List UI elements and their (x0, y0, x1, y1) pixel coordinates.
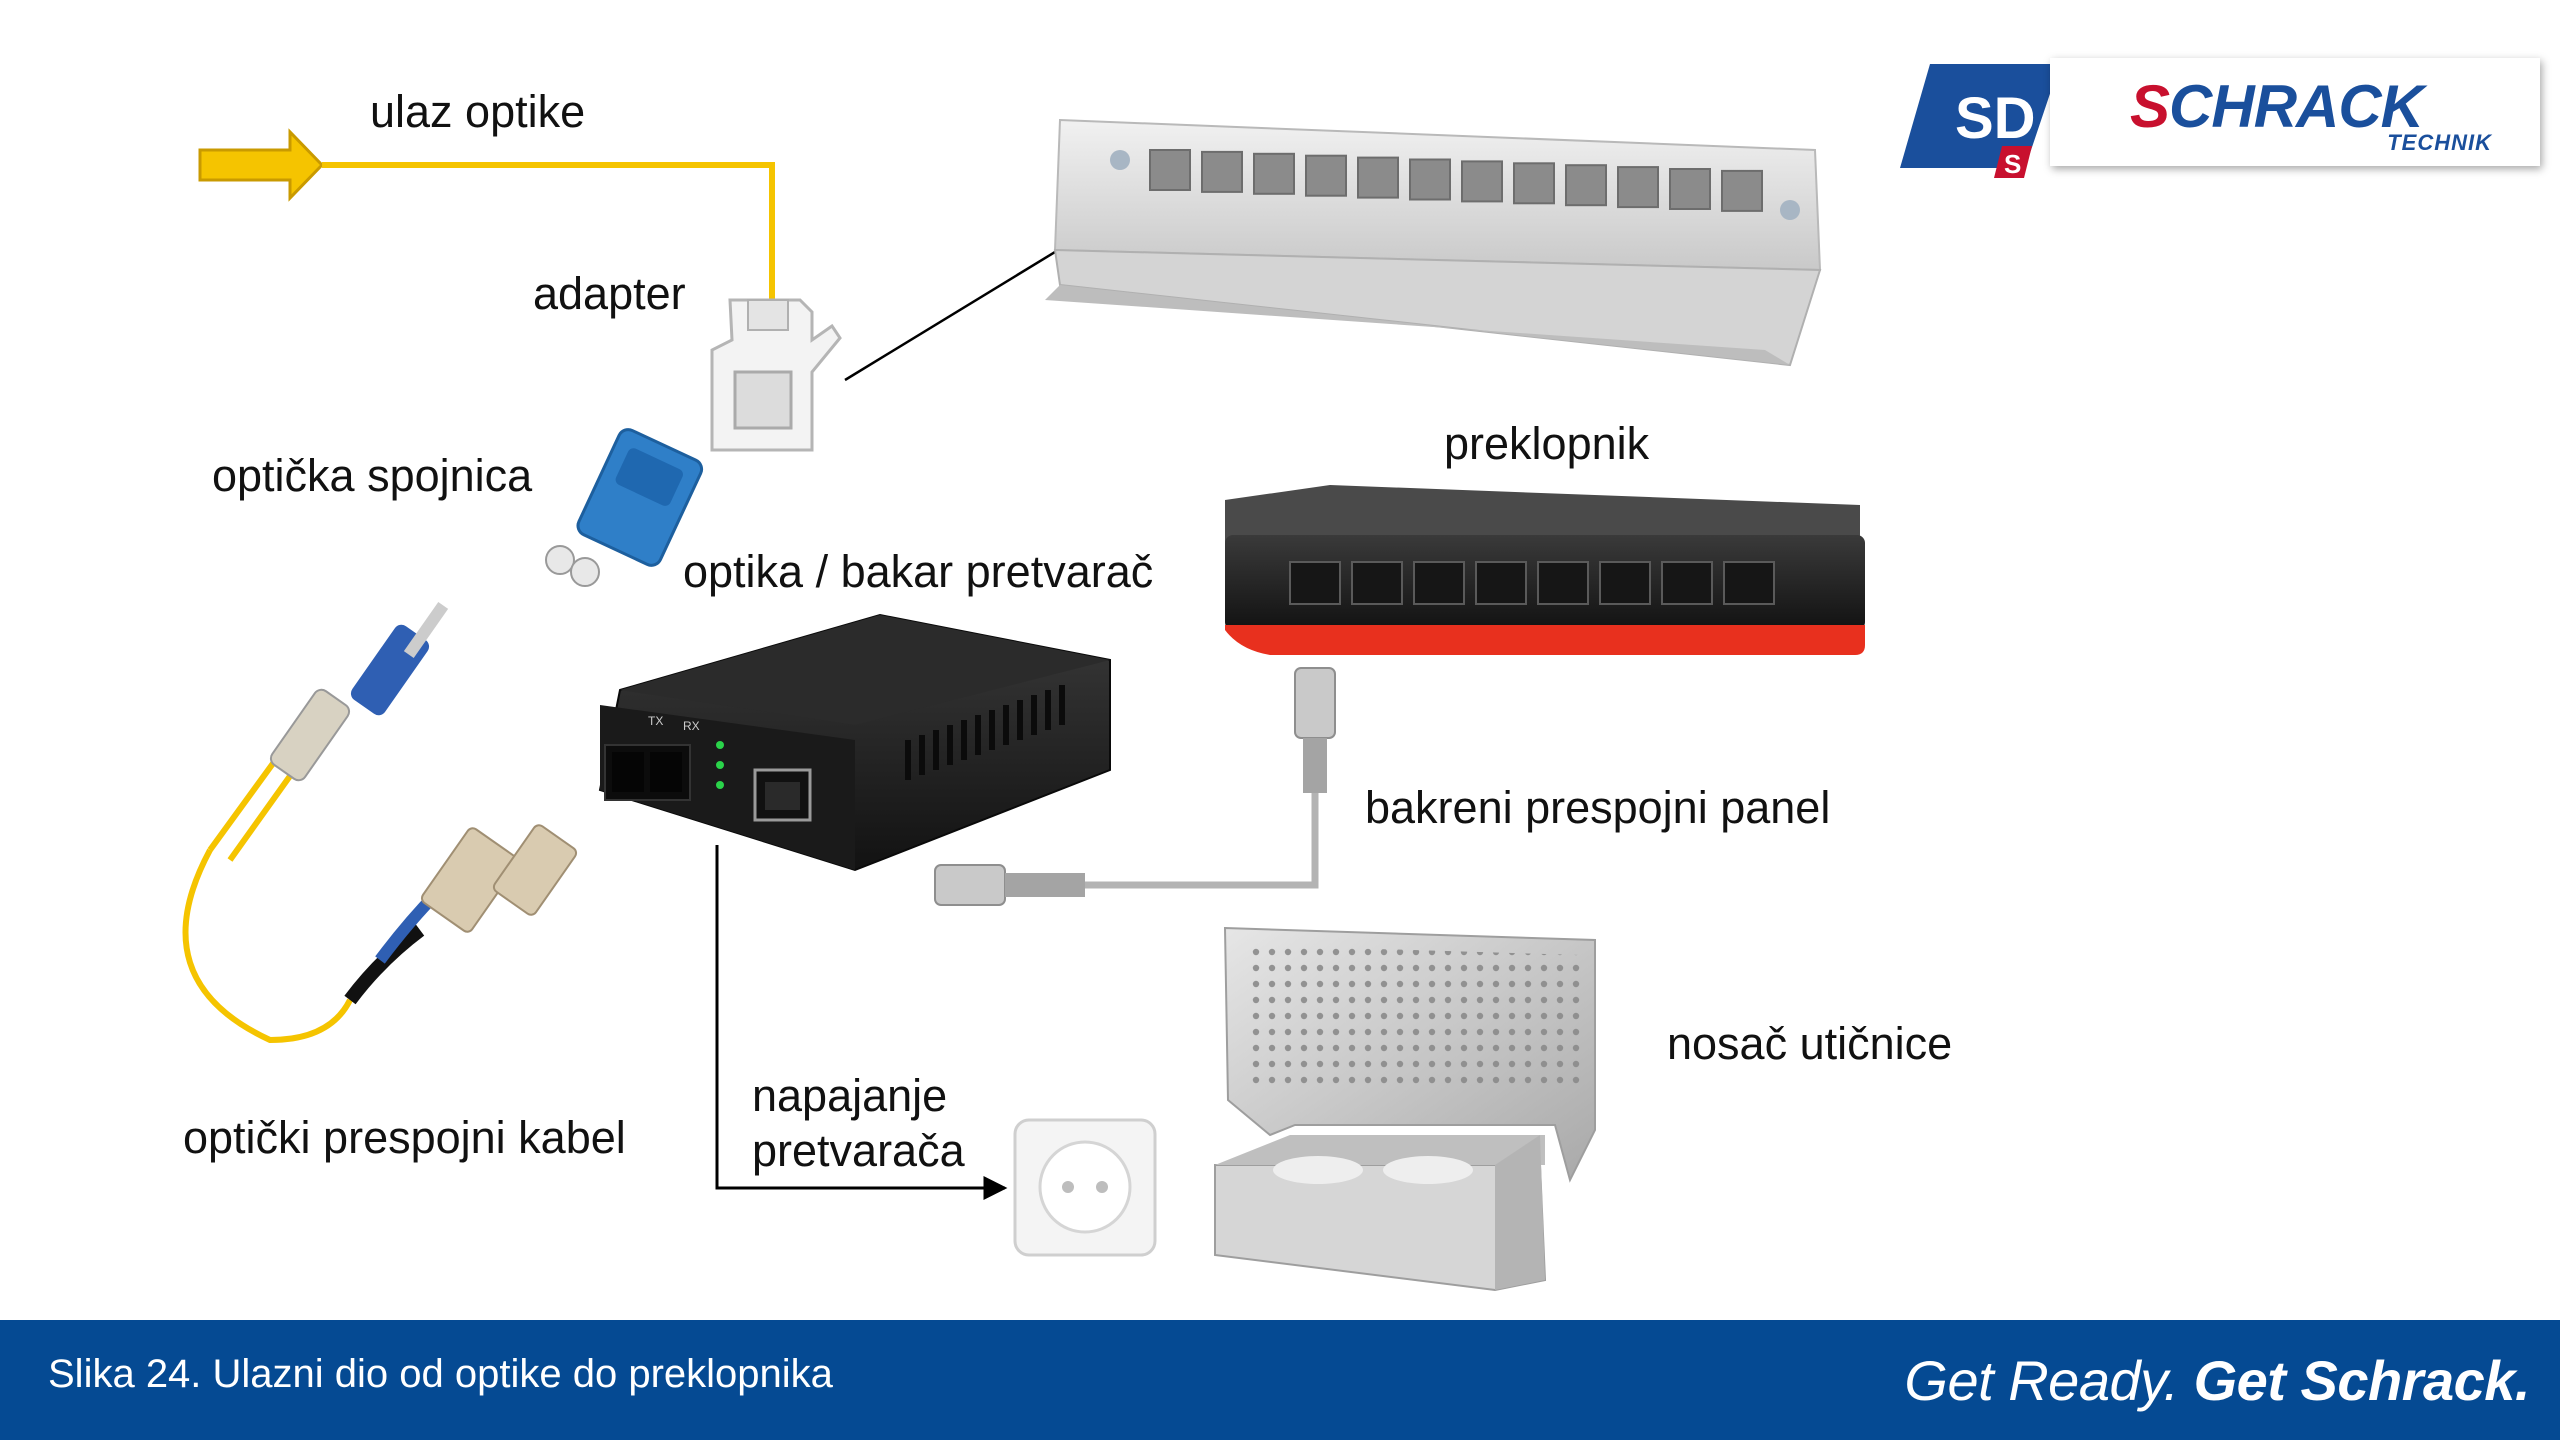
converter-vent (1017, 700, 1023, 740)
panel-slot (1565, 164, 1607, 207)
schrack-logo-initial: S (2130, 73, 2170, 140)
converter-port-rx: RX (683, 719, 700, 733)
label-fiber-input: ulaz optike (370, 86, 586, 137)
panel-slot (1305, 154, 1347, 197)
label-fiber-patch-cable: optički prespojni kabel (183, 1112, 626, 1163)
power-line-arrow (715, 845, 1008, 1200)
switch-port (1289, 561, 1341, 605)
footer-bar: Slika 24. Ulazni dio od optike do preklo… (0, 1320, 2560, 1440)
figure-caption: Slika 24. Ulazni dio od optike do preklo… (48, 1352, 833, 1396)
converter-vent (1045, 690, 1051, 730)
panel-slot (1617, 166, 1659, 209)
adapter-icon (710, 298, 842, 452)
switch-port (1723, 561, 1775, 605)
label-switch: preklopnik (1444, 418, 1650, 469)
panel-slot (1409, 158, 1451, 201)
converter-vent (905, 740, 911, 780)
panel-slot (1253, 152, 1295, 195)
sd-logo: SD S (1900, 60, 2060, 180)
footer-slogan: Get Ready. Get Schrack. (1904, 1348, 2530, 1413)
schrack-logo-sub: TECHNIK (2387, 130, 2492, 155)
slogan-bold: Get Schrack. (2193, 1349, 2531, 1412)
converter-vent (1031, 695, 1037, 735)
panel-slot (1721, 169, 1763, 212)
socket-holder-icon (1214, 926, 1596, 1292)
label-copper-patch-panel: bakreni prespojni panel (1365, 782, 1831, 833)
switch-port (1413, 561, 1465, 605)
converter-vent (1003, 705, 1009, 745)
network-diagram: TX RX (182, 118, 1865, 1292)
switch-icon (1225, 485, 1865, 655)
label-converter-power-1: napajanje (752, 1070, 948, 1121)
label-media-converter: optika / bakar pretvarač (683, 546, 1154, 597)
converter-vent (933, 730, 939, 770)
switch-port (1351, 561, 1403, 605)
converter-vent (989, 710, 995, 750)
switch-port (1661, 561, 1713, 605)
schrack-logo: SCHRACK TECHNIK (2050, 58, 2540, 166)
switch-port (1475, 561, 1527, 605)
label-socket-holder: nosač utičnice (1667, 1018, 1953, 1069)
switch-port (1537, 561, 1589, 605)
panel-slot (1513, 162, 1555, 205)
sd-logo-text: SD (1955, 86, 2036, 151)
label-converter-power-2: pretvarača (752, 1125, 965, 1176)
converter-vent (961, 720, 967, 760)
panel-slot (1461, 160, 1503, 203)
schrack-logo-word: CHRACK (2169, 73, 2424, 140)
patch-panel-icon (1045, 118, 1822, 367)
converter-vent (947, 725, 953, 765)
fiber-input-arrow (198, 128, 775, 300)
panel-slot (1357, 156, 1399, 199)
converter-vent (975, 715, 981, 755)
converter-vent (919, 735, 925, 775)
panel-slot (1149, 149, 1191, 191)
optical-coupler-icon (545, 428, 704, 587)
copper-patch-cable (934, 667, 1336, 906)
sd-logo-small: S (2004, 149, 2021, 179)
label-optical-coupler: optička spojnica (212, 450, 533, 501)
fiber-patch-cord (182, 601, 578, 1044)
panel-slot (1669, 168, 1711, 210)
converter-port-tx: TX (648, 714, 663, 728)
media-converter-icon: TX RX (598, 613, 1111, 872)
panel-slot (1201, 150, 1243, 193)
slogan-regular: Get Ready. (1904, 1349, 2179, 1412)
label-adapter: adapter (533, 268, 686, 319)
converter-vent (1059, 685, 1065, 725)
wall-socket-icon (1013, 1118, 1157, 1257)
switch-port (1599, 561, 1651, 605)
